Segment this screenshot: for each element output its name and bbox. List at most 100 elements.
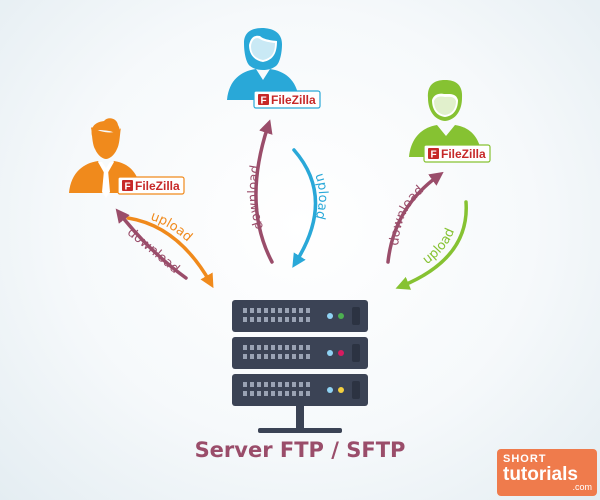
vent-slot — [257, 308, 261, 313]
vent-slot — [264, 317, 268, 322]
vent-slot — [250, 391, 254, 396]
server-unit — [232, 374, 368, 406]
vent-slot — [243, 354, 247, 359]
vent-slot — [299, 308, 303, 313]
vent-slot — [271, 354, 275, 359]
server-unit — [232, 300, 368, 332]
upload-arrow — [126, 216, 214, 289]
vent-slot — [278, 345, 282, 350]
svg-text:F: F — [261, 96, 267, 107]
vent-slot — [264, 391, 268, 396]
server-rack-icon — [232, 300, 368, 433]
vent-slot — [299, 345, 303, 350]
vent-slot — [285, 345, 289, 350]
vent-slot — [257, 382, 261, 387]
vent-slot — [250, 382, 254, 387]
vent-slot — [250, 345, 254, 350]
vent-slot — [292, 391, 296, 396]
vent-slot — [271, 317, 275, 322]
vent-slot — [243, 382, 247, 387]
brand-line2: tutorials — [503, 464, 578, 485]
vent-slot — [257, 317, 261, 322]
vent-slot — [285, 382, 289, 387]
vent-slot — [299, 382, 303, 387]
download-arrow — [386, 171, 444, 264]
vent-slot — [271, 308, 275, 313]
vent-slot — [306, 391, 310, 396]
drive-slot — [352, 307, 360, 325]
filezilla-label: FileZilla — [135, 179, 180, 193]
download-arrow — [254, 119, 274, 264]
vent-slot — [299, 317, 303, 322]
status-led — [327, 350, 333, 356]
vent-slot — [257, 391, 261, 396]
client-left: F FileZilla — [69, 118, 185, 198]
vent-slot — [306, 317, 310, 322]
vent-slot — [264, 382, 268, 387]
vent-slot — [285, 391, 289, 396]
brand-line3: .com — [572, 482, 592, 492]
vent-slot — [306, 382, 310, 387]
vent-slot — [292, 382, 296, 387]
vent-slot — [243, 317, 247, 322]
vent-slot — [299, 391, 303, 396]
vent-slot — [250, 354, 254, 359]
vent-slot — [243, 345, 247, 350]
vent-slot — [243, 308, 247, 313]
brand-line1: SHORT — [503, 453, 547, 465]
upload-arrow — [292, 148, 318, 268]
status-led — [338, 387, 344, 393]
vent-slot — [306, 354, 310, 359]
vent-slot — [278, 308, 282, 313]
vent-slot — [264, 308, 268, 313]
vent-slot — [257, 345, 261, 350]
vent-slot — [285, 317, 289, 322]
client-right: F FileZilla — [409, 80, 491, 163]
status-led — [327, 387, 333, 393]
vent-slot — [271, 391, 275, 396]
client-top: F FileZilla — [227, 28, 321, 109]
vent-slot — [306, 345, 310, 350]
flow-right: download upload — [386, 171, 468, 290]
user-tie-icon — [69, 118, 141, 198]
upload-label: upload — [420, 226, 458, 268]
vent-slot — [264, 345, 268, 350]
download-arrow — [115, 208, 188, 280]
filezilla-badge: F FileZilla — [117, 176, 185, 195]
status-led — [338, 313, 344, 319]
filezilla-badge: F FileZilla — [253, 90, 321, 109]
filezilla-label: FileZilla — [271, 93, 316, 107]
brand-logo: SHORT tutorials .com — [497, 449, 597, 496]
vent-slot — [292, 317, 296, 322]
vent-slot — [257, 354, 261, 359]
vent-slot — [271, 345, 275, 350]
svg-text:F: F — [125, 182, 131, 193]
server-unit — [232, 337, 368, 369]
vent-slot — [292, 308, 296, 313]
user-female-icon — [227, 28, 299, 100]
flow-left: upload download — [115, 208, 214, 289]
status-led — [338, 350, 344, 356]
vent-slot — [285, 354, 289, 359]
status-led — [327, 313, 333, 319]
vent-slot — [292, 345, 296, 350]
server-units — [232, 300, 368, 406]
vent-slot — [278, 354, 282, 359]
filezilla-label: FileZilla — [441, 147, 486, 161]
vent-slot — [278, 382, 282, 387]
vent-slot — [250, 317, 254, 322]
server-caption: Server FTP / SFTP — [194, 438, 406, 462]
flow-top: download upload — [246, 119, 330, 268]
vent-slot — [292, 354, 296, 359]
vent-slot — [278, 391, 282, 396]
vent-slot — [264, 354, 268, 359]
download-label: download — [387, 183, 427, 246]
svg-text:F: F — [431, 150, 437, 161]
vent-slot — [278, 317, 282, 322]
upload-arrow — [395, 200, 468, 290]
vent-slot — [243, 391, 247, 396]
drive-slot — [352, 381, 360, 399]
filezilla-badge: F FileZilla — [423, 144, 491, 163]
vent-slot — [306, 308, 310, 313]
